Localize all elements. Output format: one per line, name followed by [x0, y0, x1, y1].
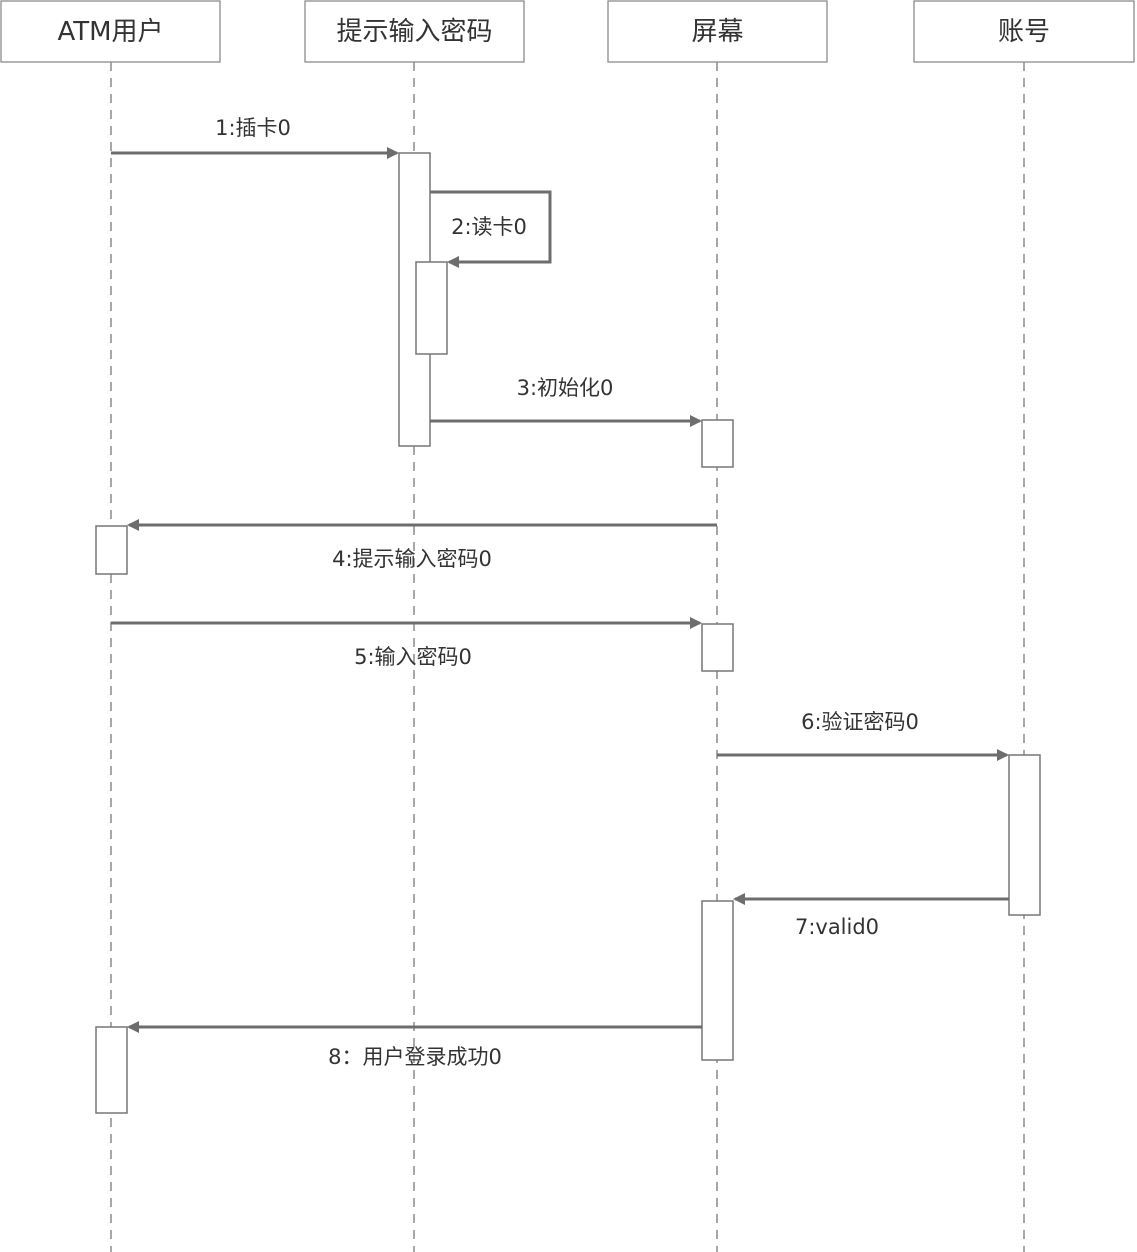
message-label-initialize: 3:初始化0: [517, 376, 614, 400]
actor-label-screen: 屏幕: [691, 17, 743, 47]
actor-prompt-password: 提示输入密码: [304, 0, 525, 63]
activation-screen-3: [701, 900, 734, 1061]
message-label-prompt-input-password: 4:提示输入密码0: [332, 547, 492, 571]
activation-prompt-password-main: [398, 152, 431, 447]
message-label-insert-card: 1:插卡0: [215, 116, 291, 140]
activation-atm-user-1: [95, 525, 128, 575]
activation-prompt-password-nested: [415, 261, 448, 355]
message-label-read-card: 2:读卡0: [451, 215, 527, 239]
message-label-valid: 7:valid0: [795, 915, 879, 939]
activation-screen-1: [701, 419, 734, 468]
actor-label-account: 账号: [998, 17, 1050, 47]
actor-label-atm-user: ATM用户: [57, 17, 163, 47]
actor-screen: 屏幕: [607, 0, 828, 63]
activation-atm-user-2: [95, 1026, 128, 1114]
activation-screen-2: [701, 623, 734, 672]
message-arrow-read-card: [430, 190, 552, 268]
actor-atm-user: ATM用户: [0, 0, 221, 63]
message-label-login-success: 8：用户登录成功0: [328, 1045, 502, 1069]
activation-account: [1008, 754, 1041, 916]
message-label-input-password: 5:输入密码0: [354, 645, 472, 669]
actor-account: 账号: [913, 0, 1135, 63]
actor-label-prompt-password: 提示输入密码: [336, 17, 492, 47]
message-label-verify-password: 6:验证密码0: [801, 710, 919, 734]
